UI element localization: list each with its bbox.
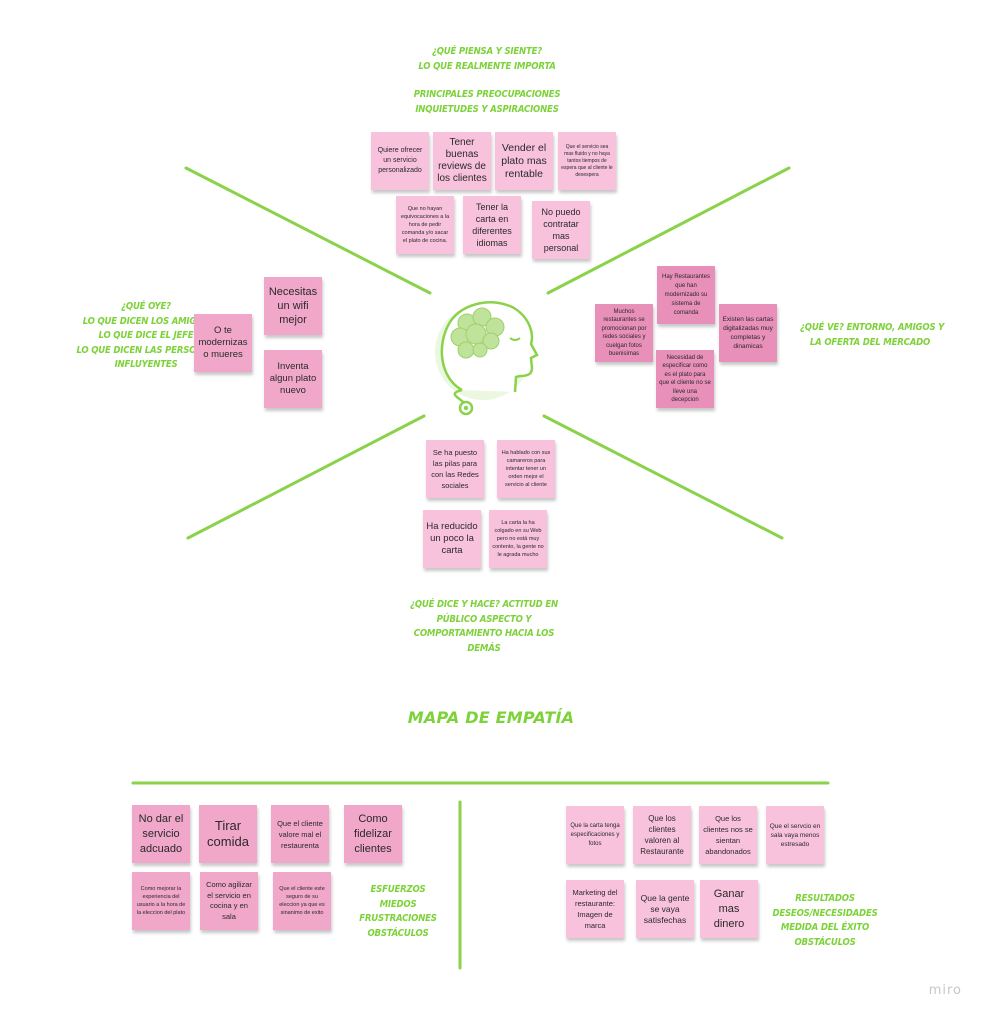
miro-logo: miro [928, 983, 962, 998]
label-line: OBSTÁCULOS [794, 936, 856, 948]
label-line: INFLUYENTES [114, 359, 178, 370]
sticky-note[interactable]: Que el cliente valore mal el restaurenta [271, 805, 329, 863]
label-sees: ¿QUÉ VE? ENTORNO, AMIGOS Y LA OFERTA DEL… [800, 321, 945, 350]
label-line: ¿QUÉ PIENSA Y SIENTE? [431, 46, 543, 57]
sticky-note[interactable]: O te modernizas o mueres [194, 314, 252, 372]
sticky-note[interactable]: Marketing del restaurante: Imagen de mar… [566, 880, 624, 938]
head-icon [435, 301, 539, 416]
label-line: INQUIETUDES Y ASPIRACIONES [415, 103, 559, 115]
divider-line-bottom-right [542, 414, 784, 540]
label-thinks-feels: ¿QUÉ PIENSA Y SIENTE? LO QUE REALMENTE I… [380, 45, 594, 117]
sticky-note[interactable]: Hay Restaurantes que han modernizado su … [657, 266, 715, 324]
label-line: ¿QUÉ VE? ENTORNO, AMIGOS Y [800, 322, 945, 333]
sticky-note[interactable]: Que la carta tenga especificaciones y fo… [566, 806, 624, 864]
label-line: COMPORTAMIENTO HACIA LOS [413, 628, 555, 639]
label-line: PÚBLICO ASPECTO Y [436, 613, 532, 625]
label-line: ¿QUÉ DICE Y HACE? ACTITUD EN [410, 599, 558, 610]
label-line: PRINCIPALES PREOCUPACIONES [413, 89, 561, 100]
sticky-note[interactable]: Necesitas un wifi mejor [264, 277, 322, 335]
label-line: LO QUE REALMENTE IMPORTA [418, 60, 556, 72]
divider-line-bottom-left [186, 414, 426, 540]
sticky-note[interactable]: Que la gente se vaya satisfechas [636, 880, 694, 938]
sticky-note[interactable]: No dar el servicio adcuado [132, 805, 190, 863]
sticky-note[interactable]: Existen las cartas digitalizadas muy com… [719, 304, 777, 362]
sticky-note[interactable]: Que los clientes nos se sientan abandona… [699, 806, 757, 864]
sticky-note[interactable]: Como agilizar el servicio en cocina y en… [200, 872, 258, 930]
label-hears: ¿QUÉ OYE? LO QUE DICEN LOS AMIGOS LO QUE… [62, 300, 230, 373]
sticky-note[interactable]: Quiere ofrecer un servicio personalizado [371, 132, 429, 190]
label-pains: ESFUERZOS MIEDOS FRUSTRACIONES OBSTÁCULO… [350, 883, 446, 941]
label-line: LO QUE DICEN LAS PERSONAS [76, 344, 216, 356]
sticky-note[interactable]: Que los clientes valoren al Restaurante [633, 806, 691, 864]
divider-line-top-right [546, 166, 791, 295]
label-says-does: ¿QUÉ DICE Y HACE? ACTITUD EN PÚBLICO ASP… [400, 598, 568, 656]
sticky-note[interactable]: Inventa algun plato nuevo [264, 350, 322, 408]
divider-line-top-left [184, 166, 432, 295]
sticky-note[interactable]: Ha hablado con sus camareros para intent… [497, 440, 555, 498]
label-line: ¿QUÉ OYE? [121, 301, 171, 312]
label-gains: RESULTADOS DESEOS/NECESIDADES MEDIDA DEL… [770, 892, 880, 950]
sticky-note[interactable]: Se ha puesto las pilas para con las Rede… [426, 440, 484, 498]
label-line: MEDIDA DEL ÉXITO [780, 922, 870, 933]
label-line: LO QUE DICEN LOS AMIGOS [82, 315, 210, 327]
sticky-note[interactable]: Vender el plato mas rentable [495, 132, 553, 190]
label-line: LA OFERTA DEL MERCADO [809, 336, 931, 348]
sticky-note[interactable]: Como fidelizar clientes [344, 805, 402, 863]
sticky-note[interactable]: Muchos restaurantes se promocionan por r… [595, 304, 653, 362]
label-line: RESULTADOS [795, 893, 855, 904]
sticky-note[interactable]: Que el cliente este seguro de su eleccio… [273, 872, 331, 930]
sticky-note[interactable]: Que no hayan equivocaciones a la hora de… [396, 196, 454, 254]
sticky-note[interactable]: Tener buenas reviews de los clientes [433, 132, 491, 190]
sticky-note[interactable]: Que el servcio en sala vaya menos estres… [766, 806, 824, 864]
sticky-note[interactable]: La carta la ha colgado en su Web pero no… [489, 510, 547, 568]
label-line: LO QUE DICE EL JEFE [98, 330, 194, 341]
sticky-note[interactable]: Ganar mas dinero [700, 880, 758, 938]
sticky-note[interactable]: Tener la carta en diferentes idiomas [463, 196, 521, 254]
sticky-note[interactable]: Ha reducido un poco la carta [423, 510, 481, 568]
label-line: DESEOS/NECESIDADES [772, 907, 878, 919]
sticky-note[interactable]: No puedo contratar mas personal [532, 201, 590, 259]
label-line: OBSTÁCULOS [367, 927, 429, 939]
sticky-note[interactable]: Tirar comida [199, 805, 257, 863]
label-line: ESFUERZOS [370, 884, 426, 895]
page-title: MAPA DE EMPATÍA [407, 708, 575, 727]
label-line: FRUSTRACIONES [359, 913, 437, 924]
label-line: MIEDOS [379, 898, 417, 910]
sticky-note[interactable]: Como mejorar la experiencia del usuario … [132, 872, 190, 930]
sticky-note[interactable]: Que el servicio sea mas fluido y no haya… [558, 132, 616, 190]
label-line: DEMÁS [467, 642, 501, 654]
sticky-note[interactable]: Necesidad de especificar como es el plat… [656, 350, 714, 408]
